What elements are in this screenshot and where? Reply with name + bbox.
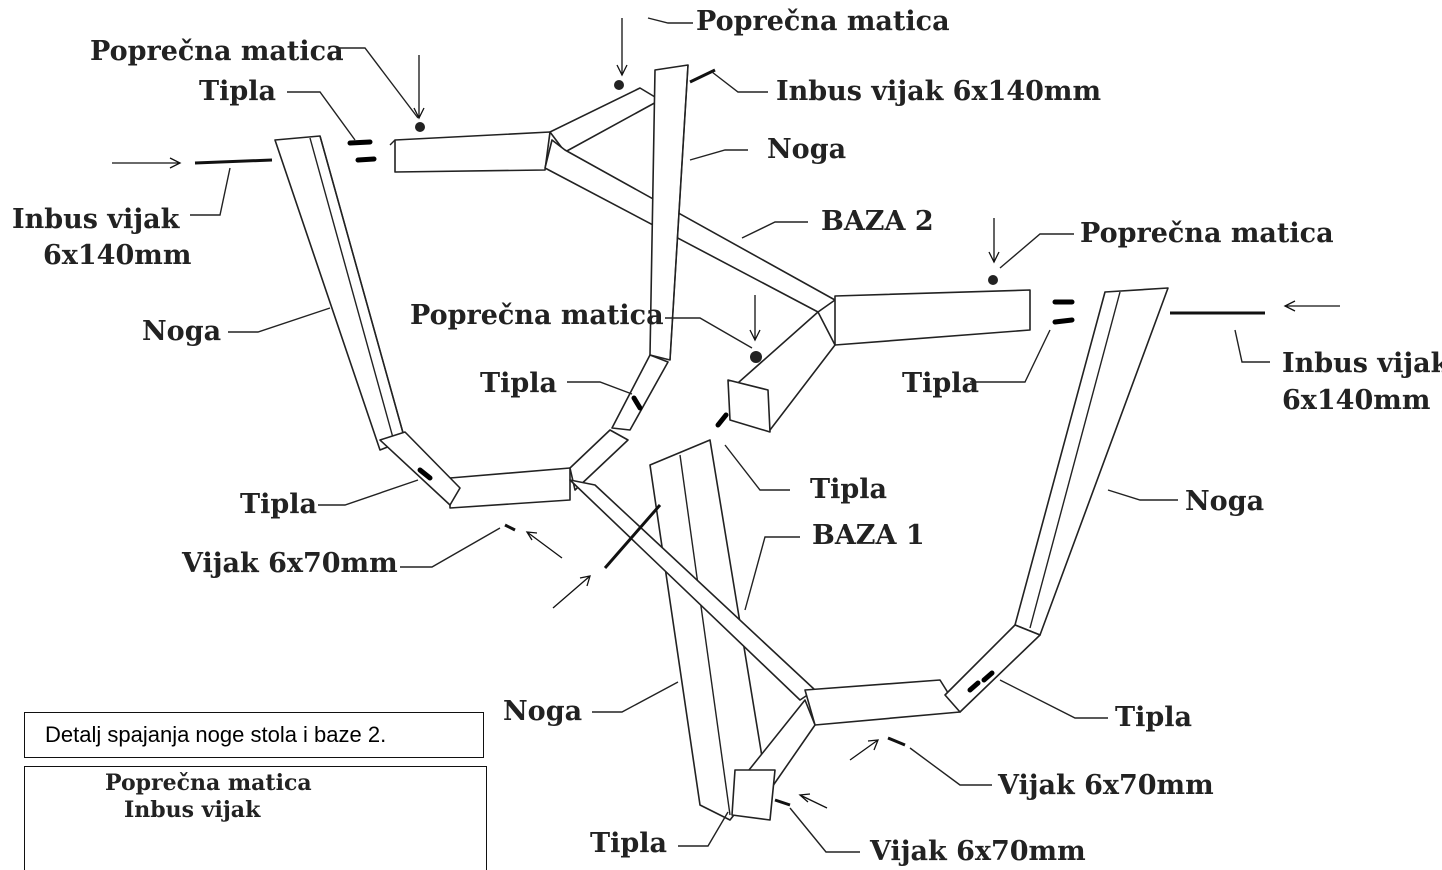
- baza2-right-arm: [834, 289, 1031, 346]
- dowel-8: [981, 670, 995, 683]
- baza2-structure: [389, 87, 1031, 433]
- label-leg-top: Noga: [767, 134, 847, 165]
- detail-note: Detalj spajanja noge stola i baze 2.: [24, 712, 484, 758]
- label-inbus-top: Inbus vijak 6x140mm: [776, 76, 1102, 107]
- label-dowel-right-upper: Tipla: [902, 368, 979, 399]
- baza2-diagonal-arm: [544, 139, 836, 313]
- dowel-9: [967, 680, 981, 693]
- baza2-left-arm: [394, 131, 551, 173]
- label-inbus-left-line1: Inbus vijak: [12, 204, 180, 235]
- inbus-bolt-center: [603, 504, 662, 569]
- label-screw-left: Vijak 6x70mm: [182, 548, 398, 579]
- label-baza2: BAZA 2: [821, 206, 934, 237]
- baza2-center-block: [727, 379, 771, 433]
- label-dowel-bottom: Tipla: [590, 828, 667, 859]
- label-leg-left: Noga: [142, 316, 222, 347]
- screw-left: [504, 523, 516, 532]
- label-cross-nut-top-left: Poprečna matica: [90, 36, 344, 67]
- baza1-right-arm: [804, 679, 961, 726]
- cross-nut-1: [415, 122, 425, 132]
- detail-box: [24, 766, 487, 870]
- dowel-6: [417, 467, 433, 481]
- cross-nut-3: [988, 275, 998, 285]
- label-inbus-right-line2: 6x140mm: [1282, 385, 1431, 416]
- screw-bottom: [774, 798, 791, 807]
- leader-lines: [190, 17, 1270, 853]
- label-cross-nut-right: Poprečna matica: [1080, 218, 1334, 249]
- label-baza1: BAZA 1: [812, 520, 925, 551]
- leg-right: [1014, 287, 1169, 636]
- dowel-2: [355, 156, 377, 163]
- label-cross-nut-center: Poprečna matica: [410, 300, 664, 331]
- label-screw-right: Vijak 6x70mm: [998, 770, 1214, 801]
- baza1-bottom-block: [731, 769, 776, 821]
- label-inbus-right-line1: Inbus vijak: [1282, 348, 1442, 379]
- right-leg-foot: [944, 624, 1041, 713]
- inbus-bolt-top: [689, 68, 716, 84]
- baza2-top-arm: [549, 87, 661, 153]
- label-screw-bottom: Vijak 6x70mm: [870, 836, 1086, 867]
- cross-nut-4: [750, 351, 762, 363]
- leg-left: [274, 135, 406, 451]
- label-dowel-center: Tipla: [810, 474, 887, 505]
- label-cross-nut-top-center: Poprečna matica: [696, 6, 950, 37]
- label-dowel-top-left: Tipla: [199, 76, 276, 107]
- screw-right: [887, 736, 906, 747]
- dowel-1: [347, 139, 373, 146]
- dowel-5: [631, 395, 643, 411]
- label-dowel-center-left: Tipla: [480, 368, 557, 399]
- detail-label-cross-nut: Poprečna matica: [105, 770, 312, 796]
- baza1-left-arm: [449, 467, 571, 509]
- detail-label-inbus: Inbus vijak: [124, 797, 261, 823]
- direction-arrows: [112, 18, 1340, 809]
- cross-nut-2: [614, 80, 624, 90]
- inbus-bolt-left: [194, 158, 273, 165]
- label-leg-bottom: Noga: [503, 696, 583, 727]
- top-leg-foot: [611, 354, 669, 431]
- dowel-4: [1052, 317, 1075, 325]
- dowel-7: [715, 412, 729, 428]
- label-dowel-left-lower: Tipla: [240, 489, 317, 520]
- label-leg-right: Noga: [1185, 486, 1265, 517]
- label-inbus-left-line2: 6x140mm: [43, 240, 192, 271]
- baza1-structure: [379, 354, 1041, 821]
- label-dowel-right-lower: Tipla: [1115, 702, 1192, 733]
